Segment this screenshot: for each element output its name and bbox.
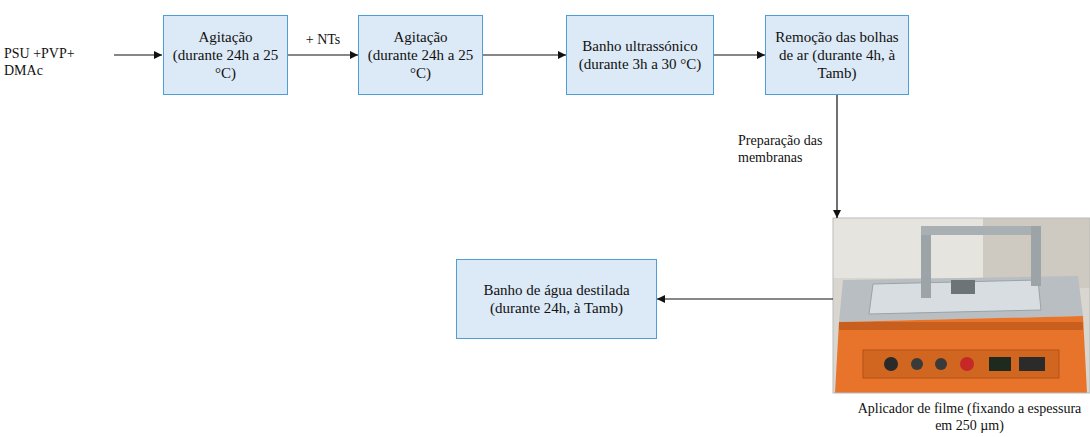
step-text: Agitação (durante 24h a 25 °C) [367,28,474,83]
process-box: Agitação (durante 24h a 25 °C) [358,15,483,95]
equipment-photo: Aplicador de filme (fixando a espessura … [833,218,1090,437]
step-text: Agitação (durante 24h a 25 °C) [172,28,279,83]
step-text: Banho de água destilada (durante 24h, à … [465,281,648,318]
flow-arrow [836,95,837,218]
input-arrow [114,54,162,55]
process-box: Agitação (durante 24h a 25 °C) [163,15,288,95]
step-text: Remoção das bolhas de ar (durante 4h, à … [774,28,900,83]
flow-arrow [657,298,833,299]
film-applicator-photo [833,218,1090,393]
process-box: Remoção das bolhas de ar (durante 4h, à … [765,15,909,95]
flow-arrow [288,54,358,55]
edge-label: + NTs [296,32,350,49]
edge-label: Preparação das membranas [738,133,830,167]
flow-arrow [714,54,765,55]
process-box: Banho de água destilada (durante 24h, à … [456,259,657,339]
flow-arrow [483,54,566,55]
photo-caption: Aplicador de filme (fixando a espessura … [853,401,1086,435]
input-label: PSU +PVP+ DMAc [4,46,112,80]
step-text: Banho ultrassónico (durante 3h a 30 °C) [575,37,705,74]
process-box: Banho ultrassónico (durante 3h a 30 °C) [566,15,714,95]
